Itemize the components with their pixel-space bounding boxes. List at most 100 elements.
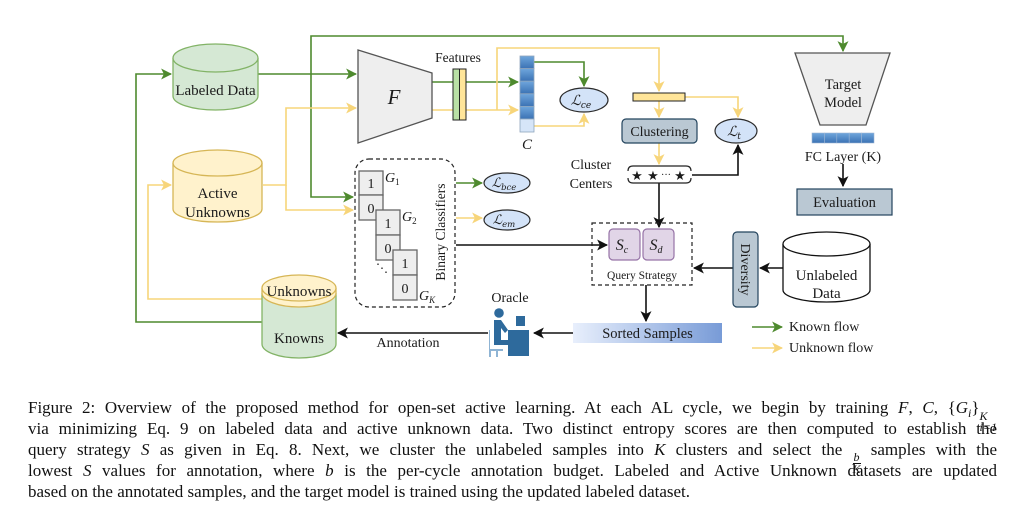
- classifier-output-box: [392, 274, 418, 301]
- loss-subscript: bce: [501, 183, 516, 193]
- cylinder-top: [172, 149, 263, 177]
- unknowns-label: Unknowns: [266, 284, 331, 300]
- fc-layer-label: FC Layer (K): [805, 150, 882, 165]
- s-subscript: c: [624, 245, 629, 256]
- classifier-cell: [519, 80, 535, 95]
- math-k: K: [654, 440, 666, 459]
- centers-to-lt-arrow: [692, 143, 744, 176]
- math-s: S: [141, 440, 150, 459]
- caption-text: Figure 2: Overview of the proposed metho…: [28, 398, 899, 417]
- target-model: Target Model FC Layer (K): [794, 52, 891, 165]
- classifier-cell: [519, 55, 535, 70]
- diversity-rect: [732, 231, 759, 308]
- caption-line-3: query strategy S as given in Eq. 8. Next…: [28, 439, 997, 475]
- cluster-centers: Cluster Centers ★ ★ ··· ★: [570, 158, 692, 192]
- fraction-denominator: K: [852, 462, 861, 476]
- classifier-cell: [519, 106, 535, 120]
- loss-ce: ℒce: [559, 87, 609, 113]
- g-subscript: 1: [395, 177, 400, 187]
- loss-symbol: ℒ: [493, 213, 503, 228]
- diversity-label: Diversity: [737, 243, 752, 295]
- caption-text: as given in Eq. 8. Next, we cluster the …: [149, 440, 655, 459]
- fc-cell: [811, 132, 825, 144]
- caption-text: query strategy: [28, 440, 141, 459]
- labeled-to-target-model-arrow: [310, 35, 849, 74]
- sd-box: [642, 228, 675, 261]
- active-unknowns-to-f-arrow: [263, 102, 358, 186]
- star-icon-red: ★: [647, 169, 659, 184]
- loss-bce: ℒbce: [483, 172, 531, 194]
- math-subscript: i=1: [979, 420, 997, 434]
- loss-subscript: em: [502, 220, 515, 230]
- labeled-data-label: Labeled Data: [175, 83, 256, 99]
- features-vector: Features: [435, 50, 481, 121]
- classifier-cell: [519, 68, 535, 82]
- diversity-box: Diversity: [732, 231, 759, 308]
- bar-to-lt-arrow: [685, 96, 744, 119]
- centers-bracket-bottom: [627, 177, 692, 184]
- sorted-samples-bar: [573, 323, 722, 343]
- caption-line-2: via minimizing Eq. 9 on labeled data and…: [28, 419, 997, 438]
- binary-classifiers-frame: [354, 158, 456, 308]
- evaluation-box: Evaluation: [796, 188, 893, 216]
- features-to-bar-arrow: [496, 47, 665, 110]
- feature-extractor-label: F: [387, 85, 401, 109]
- unknown-feature-stripe: [459, 68, 467, 121]
- oracle-head: [494, 308, 504, 318]
- feature-extractor: F: [357, 49, 433, 144]
- loss-symbol: ℒ: [571, 93, 582, 109]
- caption-punct: ,: [908, 398, 923, 417]
- unknown-flow-arrows: [147, 47, 744, 300]
- classifier-label-g2: G2: [402, 210, 417, 226]
- query-strategy-frame: [591, 222, 693, 286]
- unlabeled-data-label-line2: Data: [812, 286, 841, 302]
- oracle-chair: [489, 330, 503, 357]
- oracle-label: Oracle: [491, 291, 528, 306]
- annotation-label: Annotation: [377, 336, 440, 351]
- loss-ellipse: [483, 209, 531, 231]
- unknown-feature-bar: [632, 92, 686, 102]
- s-symbol: S: [650, 237, 658, 254]
- classifier-output-value: 1: [368, 177, 375, 192]
- math-g: G: [955, 398, 969, 417]
- sc-label: Sc: [616, 237, 629, 256]
- sorted-samples: Sorted Samples: [573, 323, 722, 343]
- fc-cell: [824, 132, 838, 144]
- caption-text: samples with the: [860, 440, 997, 459]
- loss-subscript: ce: [581, 101, 591, 111]
- loss-em-label: ℒem: [493, 213, 515, 230]
- classifier-label-gk: GK: [419, 289, 436, 305]
- legend: Known flow Unknown flow: [752, 320, 874, 356]
- classifier-output-value: 1: [385, 217, 392, 232]
- loss-ellipse: [559, 87, 609, 113]
- unlabeled-data-cylinder: Unlabeled Data: [782, 231, 871, 303]
- evaluation-rect: [796, 188, 893, 216]
- legend-known-label: Known flow: [789, 320, 860, 335]
- caption-line-5: based on the annotated samples, and the …: [28, 482, 691, 501]
- fc-cell: [861, 132, 875, 144]
- feature-extractor-trapezoid: [357, 49, 433, 144]
- g-subscript: K: [428, 295, 436, 305]
- loss-symbol: ℒ: [492, 176, 502, 191]
- oracle-desk: [508, 330, 529, 356]
- binary-classifiers-title: Binary Classifiers: [433, 183, 448, 280]
- caption-text: lowest: [28, 461, 83, 480]
- loss-ellipse: [714, 118, 758, 144]
- oracle-body: [494, 320, 512, 345]
- classifier-unknown-cell: [519, 118, 535, 133]
- target-model-label-line2: Model: [824, 95, 862, 111]
- query-strategy: Sc Sd Query Strategy: [591, 222, 693, 286]
- sd-label: Sd: [650, 237, 664, 256]
- caption-line-1: Figure 2: Overview of the proposed metho…: [28, 397, 997, 433]
- loss-em: ℒem: [483, 209, 531, 231]
- sorted-samples-label: Sorted Samples: [602, 326, 693, 342]
- caption-punct: , {: [933, 398, 956, 417]
- process-arrows: [336, 143, 849, 339]
- classifier-ellipsis: ⋱: [376, 261, 388, 275]
- classifier-cell: [519, 93, 535, 107]
- cylinder-top: [172, 43, 259, 73]
- loss-t: ℒt: [714, 118, 758, 144]
- loss-ce-label: ℒce: [571, 93, 591, 111]
